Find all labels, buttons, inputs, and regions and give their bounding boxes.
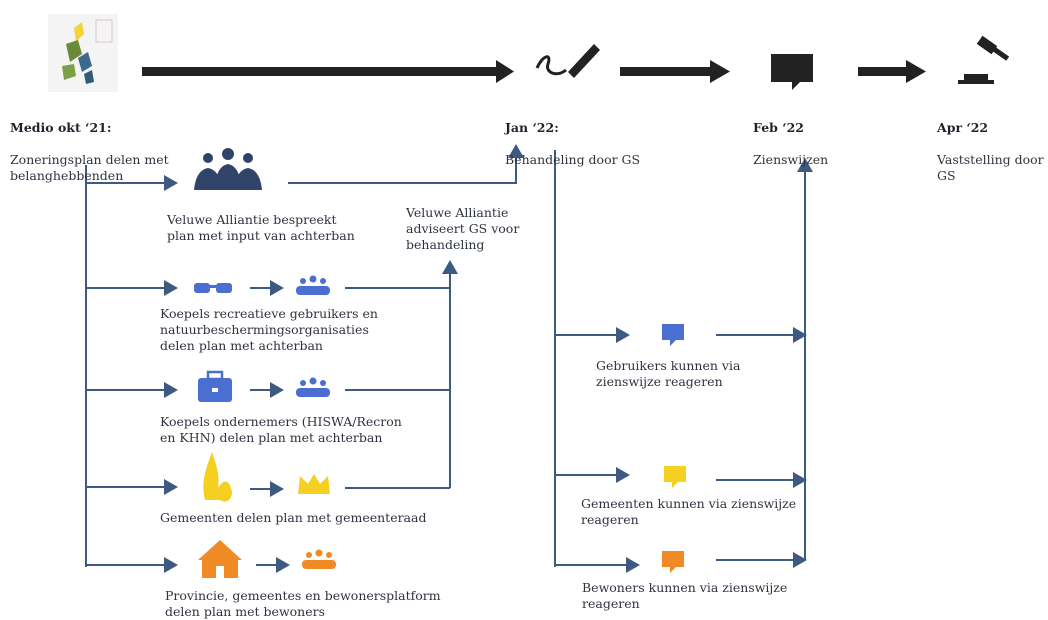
people-icon [296,275,330,295]
milestone-date: Jan ‘22: [505,120,559,135]
milestone-text: Zoneringsplan delen met belanghebbenden [10,152,169,183]
step-label: Koepels ondernemers (HISWA/Recron en KHN… [160,414,402,445]
logo [48,14,118,92]
step-label: Koepels recreatieve gebruikers en natuur… [160,306,378,353]
reaction-label: Gemeenten kunnen via zienswijze reageren [581,496,797,527]
gavel-icon [958,35,1010,84]
comment-icon [664,466,686,488]
hands-icon [203,452,232,502]
milestone-2: Jan ‘22: Behandeling door GS [505,104,665,184]
milestone-date: Medio okt ‘21: [10,120,112,135]
comment-icon [662,324,684,346]
timeline-arrow-3 [858,60,926,83]
reaction-label: Bewoners kunnen via zienswijze reageren [582,580,788,611]
milestone-text: Behandeling door GS [505,152,641,167]
group-icon [194,148,262,190]
milestone-date: Feb ‘22 [753,120,804,135]
milestone-date: Apr ‘22 [937,120,989,135]
comment-icon [662,551,684,573]
step-label: Provincie, gemeentes en bewonersplatform… [165,588,441,619]
pen-signature-icon [535,44,600,78]
people-icon [302,549,336,569]
step-label: Gemeenten delen plan met gemeenteraad [160,510,427,525]
milestone-3: Feb ‘22 Zienswijzen [753,104,873,184]
milestone-text: Vaststelling door GS [937,152,1044,183]
advice-label: Veluwe Alliantie adviseert GS voor behan… [406,205,520,252]
timeline-arrow-1 [142,60,514,83]
house-icon [198,540,242,578]
speech-bubble-icon [771,54,813,90]
milestone-text: Zienswijzen [753,152,829,167]
reaction-label: Gebruikers kunnen via zienswijze reagere… [596,358,741,389]
glasses-icon [194,283,232,293]
briefcase-icon [198,370,232,402]
people-icon [296,377,330,397]
step-label: Veluwe Alliantie bespreekt plan met inpu… [167,212,355,243]
milestone-1: Medio okt ‘21: Zoneringsplan delen met b… [10,104,210,200]
crown-icon [298,474,330,494]
timeline-arrow-2 [620,60,730,83]
milestone-4: Apr ‘22 Vaststelling door GS [937,104,1045,200]
